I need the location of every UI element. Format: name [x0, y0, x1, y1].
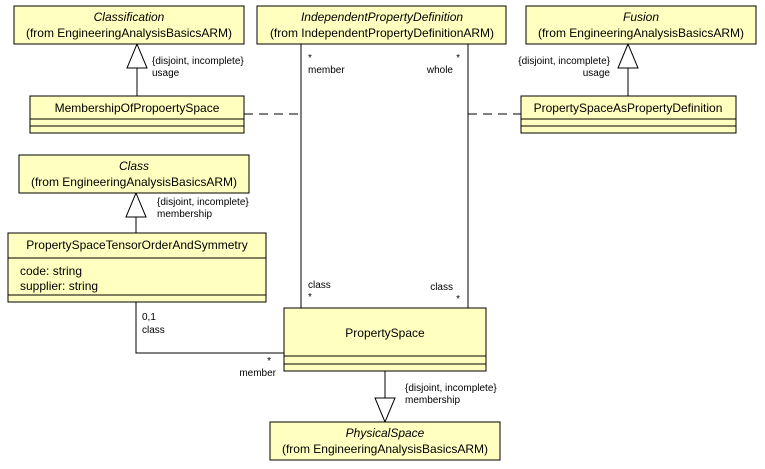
propertyspace-name: PropertySpace [345, 326, 425, 340]
tensor-multiplicity: 0,1 [142, 312, 156, 323]
independent-package: (from IndependentPropertyDefinitionARM) [270, 26, 494, 40]
fusion-class-box[interactable]: Fusion (from EngineeringAnalysisBasicsAR… [525, 5, 757, 45]
member-top-multiplicity: * [308, 53, 312, 64]
membership-class-box[interactable]: MembershipOfPropoertySpace [29, 95, 245, 134]
tensor-name: PropertySpaceTensorOrderAndSymmetry [26, 238, 247, 252]
tensor-attribute-supplier: supplier: string [20, 279, 98, 293]
whole-top-multiplicity: * [456, 53, 460, 64]
member-bottom-role-label: class [308, 280, 331, 291]
member-role-label: member [308, 65, 345, 76]
class-package: (from EngineeringAnalysisBasicsARM) [31, 175, 237, 189]
fusion-usage-label: usage [583, 68, 611, 79]
asdef-class-box[interactable]: PropertySpaceAsPropertyDefinition [520, 95, 737, 134]
membership-name: MembershipOfPropoertySpace [55, 101, 220, 115]
tensor-class-box[interactable]: PropertySpaceTensorOrderAndSymmetry code… [7, 232, 267, 303]
classification-usage-label: usage [152, 68, 180, 79]
whole-bottom-multiplicity: * [456, 294, 460, 305]
whole-role-label: whole [426, 65, 454, 76]
classification-class-box[interactable]: Classification (from EngineeringAnalysis… [13, 5, 245, 45]
class-name: Class [119, 159, 149, 173]
classification-constraint: {disjoint, incomplete} [152, 56, 244, 67]
tensor-attribute-code: code: string [20, 264, 82, 278]
tensor-role-label: class [142, 325, 165, 336]
physical-name: PhysicalSpace [346, 426, 425, 440]
member-bottom-multiplicity: * [308, 292, 312, 303]
tensor-association-line [135, 302, 284, 354]
class-membership-label: membership [157, 209, 212, 220]
class-generalization-arrow [125, 191, 147, 218]
independent-name: IndependentPropertyDefinition [301, 10, 463, 24]
fusion-generalization-arrow [617, 42, 639, 69]
physical-generalization-arrow [374, 397, 396, 424]
fusion-constraint: {disjoint, incomplete} [518, 56, 610, 67]
physical-constraint: {disjoint, incomplete} [405, 383, 497, 394]
physical-class-box[interactable]: PhysicalSpace (from EngineeringAnalysisB… [269, 421, 501, 461]
propertyspace-class-box[interactable]: PropertySpace [283, 307, 487, 372]
classification-generalization-arrow [126, 42, 148, 69]
independent-property-definition-class-box[interactable]: IndependentPropertyDefinition (from Inde… [256, 5, 507, 45]
tensor-end-multiplicity: * [267, 356, 271, 367]
physical-package: (from EngineeringAnalysisBasicsARM) [282, 442, 488, 456]
class-class-box[interactable]: Class (from EngineeringAnalysisBasicsARM… [18, 154, 250, 194]
classification-name: Classification [94, 10, 165, 24]
tensor-end-role-label: member [239, 368, 276, 379]
physical-membership-label: membership [405, 395, 460, 406]
fusion-name: Fusion [623, 10, 659, 24]
classification-package: (from EngineeringAnalysisBasicsARM) [26, 26, 232, 40]
fusion-package: (from EngineeringAnalysisBasicsARM) [538, 26, 744, 40]
whole-bottom-role-label: class [430, 282, 453, 293]
asdef-name: PropertySpaceAsPropertyDefinition [534, 101, 723, 115]
class-constraint: {disjoint, incomplete} [157, 197, 249, 208]
